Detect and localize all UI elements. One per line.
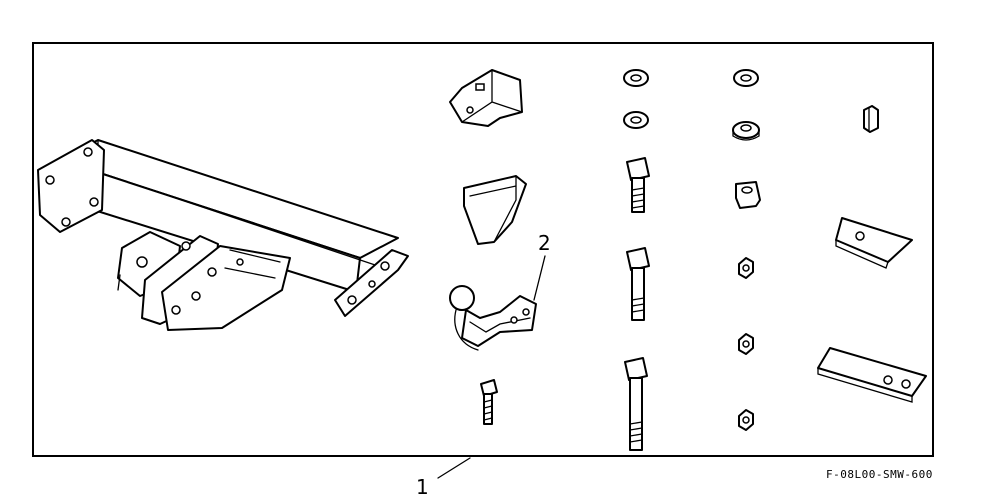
small-bolt	[480, 379, 498, 425]
callout-2: 2	[533, 231, 551, 301]
side-bracket	[463, 175, 527, 245]
cable-clip	[863, 105, 879, 133]
tow-ball	[449, 285, 537, 351]
long-bolt	[626, 247, 650, 321]
washer-column-2	[732, 69, 760, 141]
callout-1: 1	[416, 457, 471, 499]
callout-label-1: 1	[416, 475, 429, 499]
washer-column-1	[623, 69, 649, 129]
diagram-frame	[32, 42, 934, 457]
nut-column	[738, 257, 754, 431]
drawing-code: F-08L00-SMW-600	[826, 468, 933, 481]
callout-label-2: 2	[538, 231, 551, 255]
spacer-sleeve	[735, 181, 761, 209]
upper-bracket	[449, 69, 523, 127]
medium-bolt	[626, 157, 650, 213]
large-plate	[817, 347, 927, 403]
towbar-crossmember	[37, 139, 409, 331]
small-plate	[835, 217, 913, 269]
extra-long-bolt	[624, 357, 648, 451]
